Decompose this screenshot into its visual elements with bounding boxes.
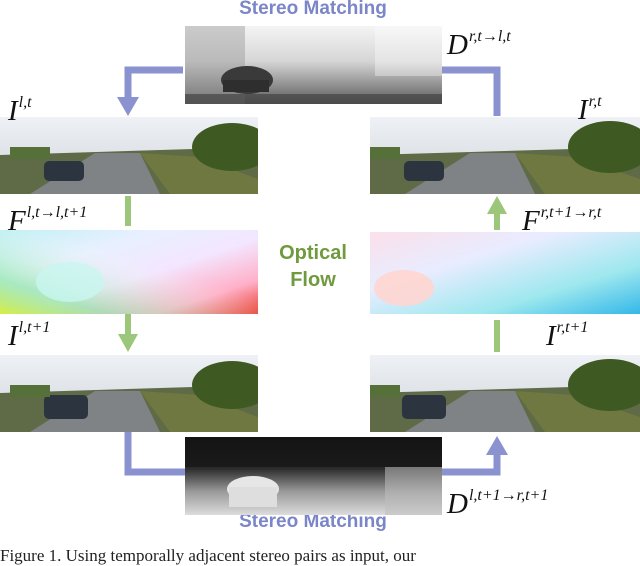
label-f-left-sup: l,t→l,t+1: [26, 204, 88, 221]
label-i-lt-sup: l,t: [18, 94, 32, 111]
stereo-connector-top-right: [442, 66, 501, 116]
label-d-top-base: D: [447, 29, 468, 61]
label-f-left-base: F: [8, 205, 26, 237]
label-i-rt1: Ir,t+1: [546, 320, 588, 351]
optical-flow-label-line2: Flow: [290, 269, 336, 291]
stereo-matching-bottom-label: Stereo Matching: [239, 511, 387, 532]
flow-map-left: [0, 230, 258, 314]
label-d-bottom-sup: l,t+1→r,t+1: [468, 487, 549, 504]
disparity-map-top: [185, 26, 442, 104]
label-d-top: Dr,t→l,t: [447, 29, 511, 60]
label-f-right: Fr,t+1→r,t: [522, 205, 601, 236]
label-d-bottom-base: D: [447, 488, 468, 520]
label-d-top-sup: r,t→l,t: [468, 28, 511, 45]
stereo-arrow-top-left-head: [117, 97, 139, 116]
stereo-connector-bottom-left: [124, 432, 185, 476]
flow-arrow-left-head: [118, 334, 138, 352]
label-i-lt1-sup: l,t+1: [18, 319, 51, 336]
label-i-rt1-base: I: [546, 320, 556, 352]
label-i-rt-base: I: [578, 94, 588, 126]
label-i-lt-base: I: [8, 95, 18, 127]
optical-flow-label-line1: Optical: [279, 242, 347, 264]
stereo-arrow-bottom-right: [442, 450, 501, 476]
flow-map-right: [370, 232, 640, 314]
label-i-lt: Il,t: [8, 95, 32, 126]
stereo-arrow-bottom-right-head: [486, 436, 508, 455]
figure-caption: Figure 1. Using temporally adjacent ster…: [0, 546, 416, 565]
label-i-lt1: Il,t+1: [8, 320, 50, 351]
stereo-arrow-top-left: [124, 66, 183, 103]
stereo-matching-top-label: Stereo Matching: [239, 0, 387, 19]
label-i-rt1-sup: r,t+1: [556, 319, 589, 336]
image-right-t: [370, 117, 640, 194]
label-d-bottom: Dl,t+1→r,t+1: [447, 488, 548, 519]
flow-arrow-right-head: [487, 196, 507, 214]
disparity-map-bottom: [185, 437, 442, 515]
optical-flow-label: Optical Flow: [258, 240, 368, 294]
image-left-t1: [0, 355, 258, 432]
label-f-left: Fl,t→l,t+1: [8, 205, 87, 236]
label-i-rt-sup: r,t: [588, 93, 602, 110]
image-left-t: [0, 117, 258, 194]
image-right-t1: [370, 355, 640, 432]
label-i-lt1-base: I: [8, 320, 18, 352]
label-f-right-sup: r,t+1→r,t: [540, 204, 602, 221]
label-i-rt: Ir,t: [578, 94, 602, 125]
label-f-right-base: F: [522, 205, 540, 237]
